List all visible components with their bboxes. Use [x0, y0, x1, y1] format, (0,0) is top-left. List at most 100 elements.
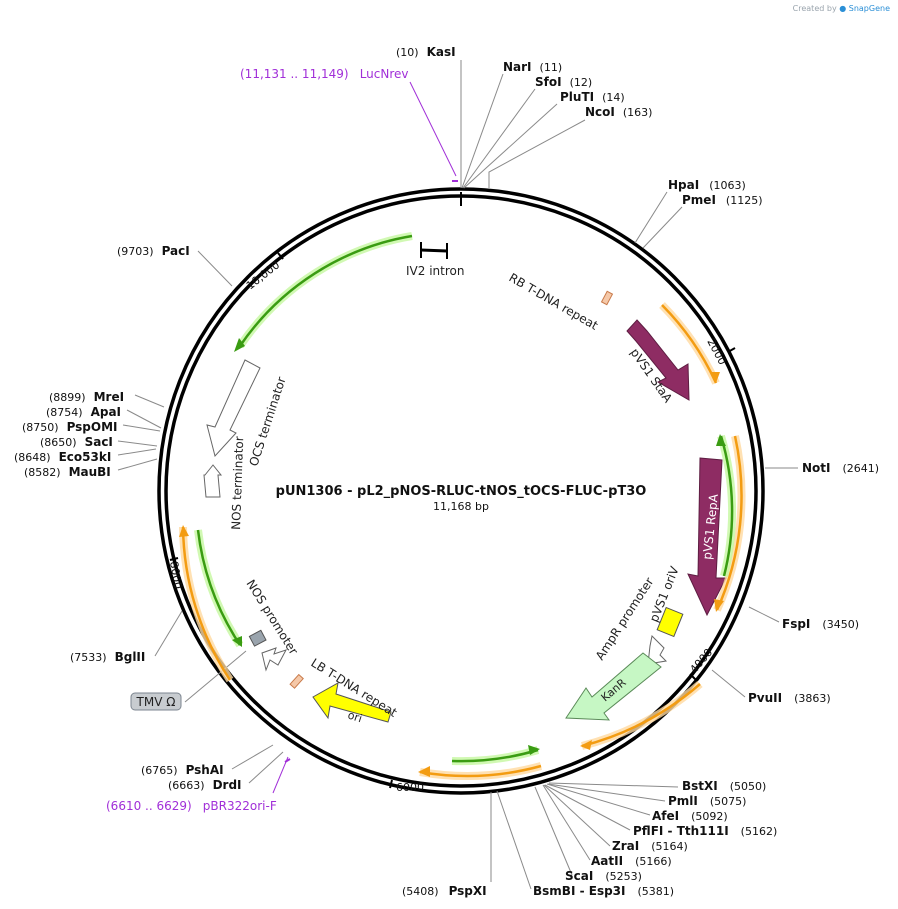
feature-pvs1-staa[interactable]	[626, 319, 690, 401]
tick-mark-4000	[689, 673, 697, 681]
leader-scai	[534, 786, 573, 876]
enzyme-pspomi-name: PspOMI	[67, 420, 118, 434]
leader-eco53ki	[117, 448, 157, 456]
orf-arcs	[179, 232, 746, 780]
primer-pbr322ori-f[interactable]: (6610 .. 6629) pBR322ori-F	[106, 795, 277, 814]
enzyme-pmei[interactable]: PmeI(1125)	[682, 193, 762, 207]
enzyme-pshai[interactable]: (6765)PshAI	[141, 763, 224, 777]
credit-prefix: Created by	[792, 4, 837, 13]
enzyme-sfoi[interactable]: SfoI(12)	[535, 75, 592, 89]
enzyme-pluti-name: PluTI	[560, 90, 594, 104]
feature-ocs-terminator[interactable]	[206, 359, 261, 458]
orf-green-top-left[interactable]	[238, 234, 413, 347]
enzyme-aatii[interactable]: AatII(5166)	[591, 854, 672, 868]
enzyme-drdi[interactable]: (6663)DrdI	[168, 778, 242, 792]
enzyme-kasi[interactable]: (10)KasI	[396, 45, 456, 59]
enzyme-mrei[interactable]: (8899)MreI	[49, 390, 124, 404]
leader-pflfi	[544, 784, 631, 831]
leader-ncoi	[488, 119, 586, 188]
enzyme-hpai-name: HpaI	[668, 178, 699, 192]
enzyme-sfoi-name: SfoI	[535, 75, 562, 89]
enzyme-maubi-pos: (8582)	[24, 466, 61, 479]
leader-bstxi	[548, 782, 679, 788]
enzyme-maubi[interactable]: (8582)MauBI	[24, 465, 111, 479]
label-nos-terminator: NOS terminator	[229, 436, 246, 530]
feature-lb-tdna-repeat[interactable]	[289, 673, 304, 689]
leader-lucnrev	[409, 81, 457, 177]
leader-tmv	[184, 650, 247, 703]
enzyme-bstxi-name: BstXI	[682, 779, 718, 793]
primer-lucnrev-name: LucNrev	[360, 67, 409, 81]
enzyme-eco53ki-name: Eco53kI	[59, 450, 112, 464]
leader-paci	[197, 250, 233, 287]
enzyme-afei[interactable]: AfeI(5092)	[652, 809, 728, 823]
leader-aatii	[542, 784, 591, 861]
enzyme-apai[interactable]: (8754)ApaI	[46, 405, 121, 419]
enzyme-bstxi[interactable]: BstXI(5050)	[682, 779, 766, 793]
label-rb-tdna-repeat: RB T-DNA repeat	[507, 270, 601, 332]
snapgene-credit: Created by ● SnapGene	[793, 4, 890, 13]
enzyme-ncoi[interactable]: NcoI(163)	[585, 105, 652, 119]
enzyme-pluti[interactable]: PluTI (14)	[560, 90, 625, 104]
primer-lucnrev[interactable]: (11,131 .. 11,149) LucNrev	[240, 63, 409, 82]
enzyme-bglii[interactable]: (7533)BglII	[70, 650, 145, 664]
enzyme-noti[interactable]: NotI(2641)	[802, 461, 879, 475]
enzyme-bsmbi-esp3i[interactable]: BsmBI - Esp3I(5381)	[533, 884, 674, 898]
orf-arrowhead-bottom-right	[580, 740, 592, 750]
leader-mrei	[134, 394, 165, 408]
enzyme-pshai-pos: (6765)	[141, 764, 178, 777]
feature-ori[interactable]	[312, 682, 392, 723]
enzyme-pmli[interactable]: PmlI(5075)	[668, 794, 746, 808]
primer-lucnrev-range: (11,131 .. 11,149)	[240, 67, 349, 81]
orf-arrowhead-right-mid	[714, 599, 724, 612]
feature-kanr[interactable]	[565, 652, 662, 721]
orf-orange-right-mid[interactable]	[715, 435, 743, 611]
enzyme-nari[interactable]: NarI(11)	[503, 60, 562, 74]
orf-green-left[interactable]	[196, 529, 242, 646]
orf-orange-left[interactable]	[181, 526, 232, 681]
tick-mark-8000	[169, 557, 179, 561]
leader-drdi	[248, 751, 284, 784]
orf-green-right-inner[interactable]	[719, 435, 734, 577]
enzyme-paci[interactable]: (9703)PacI	[117, 244, 190, 258]
tick-mark-2000	[727, 347, 736, 353]
feature-pvs1-repa[interactable]	[687, 457, 727, 617]
enzyme-pspomi[interactable]: (8750)PspOMI	[22, 420, 118, 434]
enzyme-saci[interactable]: (8650)SacI	[40, 435, 113, 449]
feature-nos-promoter[interactable]	[261, 647, 288, 672]
enzyme-scai[interactable]: ScaI(5253)	[565, 869, 642, 883]
label-ori: ori	[346, 708, 364, 725]
enzyme-zrai-pos: (5164)	[651, 840, 688, 853]
enzyme-ncoi-pos: (163)	[623, 106, 653, 119]
enzyme-pflfi-tth111i[interactable]: PflFI - Tth111I(5162)	[633, 824, 777, 838]
leader-apai	[126, 409, 162, 429]
enzyme-zrai[interactable]: ZraI(5164)	[612, 839, 688, 853]
enzyme-mrei-pos: (8899)	[49, 391, 86, 404]
enzyme-noti-name: NotI	[802, 461, 831, 475]
feature-tmv-omega-block[interactable]	[248, 629, 267, 647]
feature-rb-tdna-repeat[interactable]	[600, 290, 614, 306]
feature-pvs1-oriv[interactable]	[656, 606, 684, 638]
enzyme-pvuii[interactable]: PvuII(3863)	[748, 691, 831, 705]
feature-ampr-promoter[interactable]	[647, 634, 668, 665]
leader-afei	[546, 783, 651, 816]
leader-pspomi	[122, 424, 161, 432]
enzyme-pflfi-pos: (5162)	[741, 825, 778, 838]
enzyme-pluti-pos: (14)	[602, 91, 625, 104]
enzyme-pspxi[interactable]: (5408)PspXI	[402, 884, 487, 898]
feature-iv2-intron[interactable]	[420, 242, 448, 259]
tick-label-8000: 8000	[167, 560, 185, 590]
enzyme-hpai[interactable]: HpaI(1063)	[668, 178, 746, 192]
leader-pmli	[547, 783, 666, 802]
enzyme-drdi-name: DrdI	[213, 778, 242, 792]
feature-nos-terminator[interactable]	[203, 464, 223, 498]
enzyme-pvuii-pos: (3863)	[794, 692, 831, 705]
orf-orange-bottom[interactable]	[419, 764, 542, 778]
enzyme-leaders	[117, 60, 798, 890]
orf-arrowhead-left-green	[232, 636, 242, 647]
enzyme-eco53ki[interactable]: (8648)Eco53kI	[14, 450, 111, 464]
enzyme-fspi[interactable]: FspI(3450)	[782, 617, 859, 631]
orf-orange-bottom-right[interactable]	[581, 683, 701, 748]
leader-fspi	[748, 606, 780, 623]
leader-maubi	[117, 458, 158, 471]
